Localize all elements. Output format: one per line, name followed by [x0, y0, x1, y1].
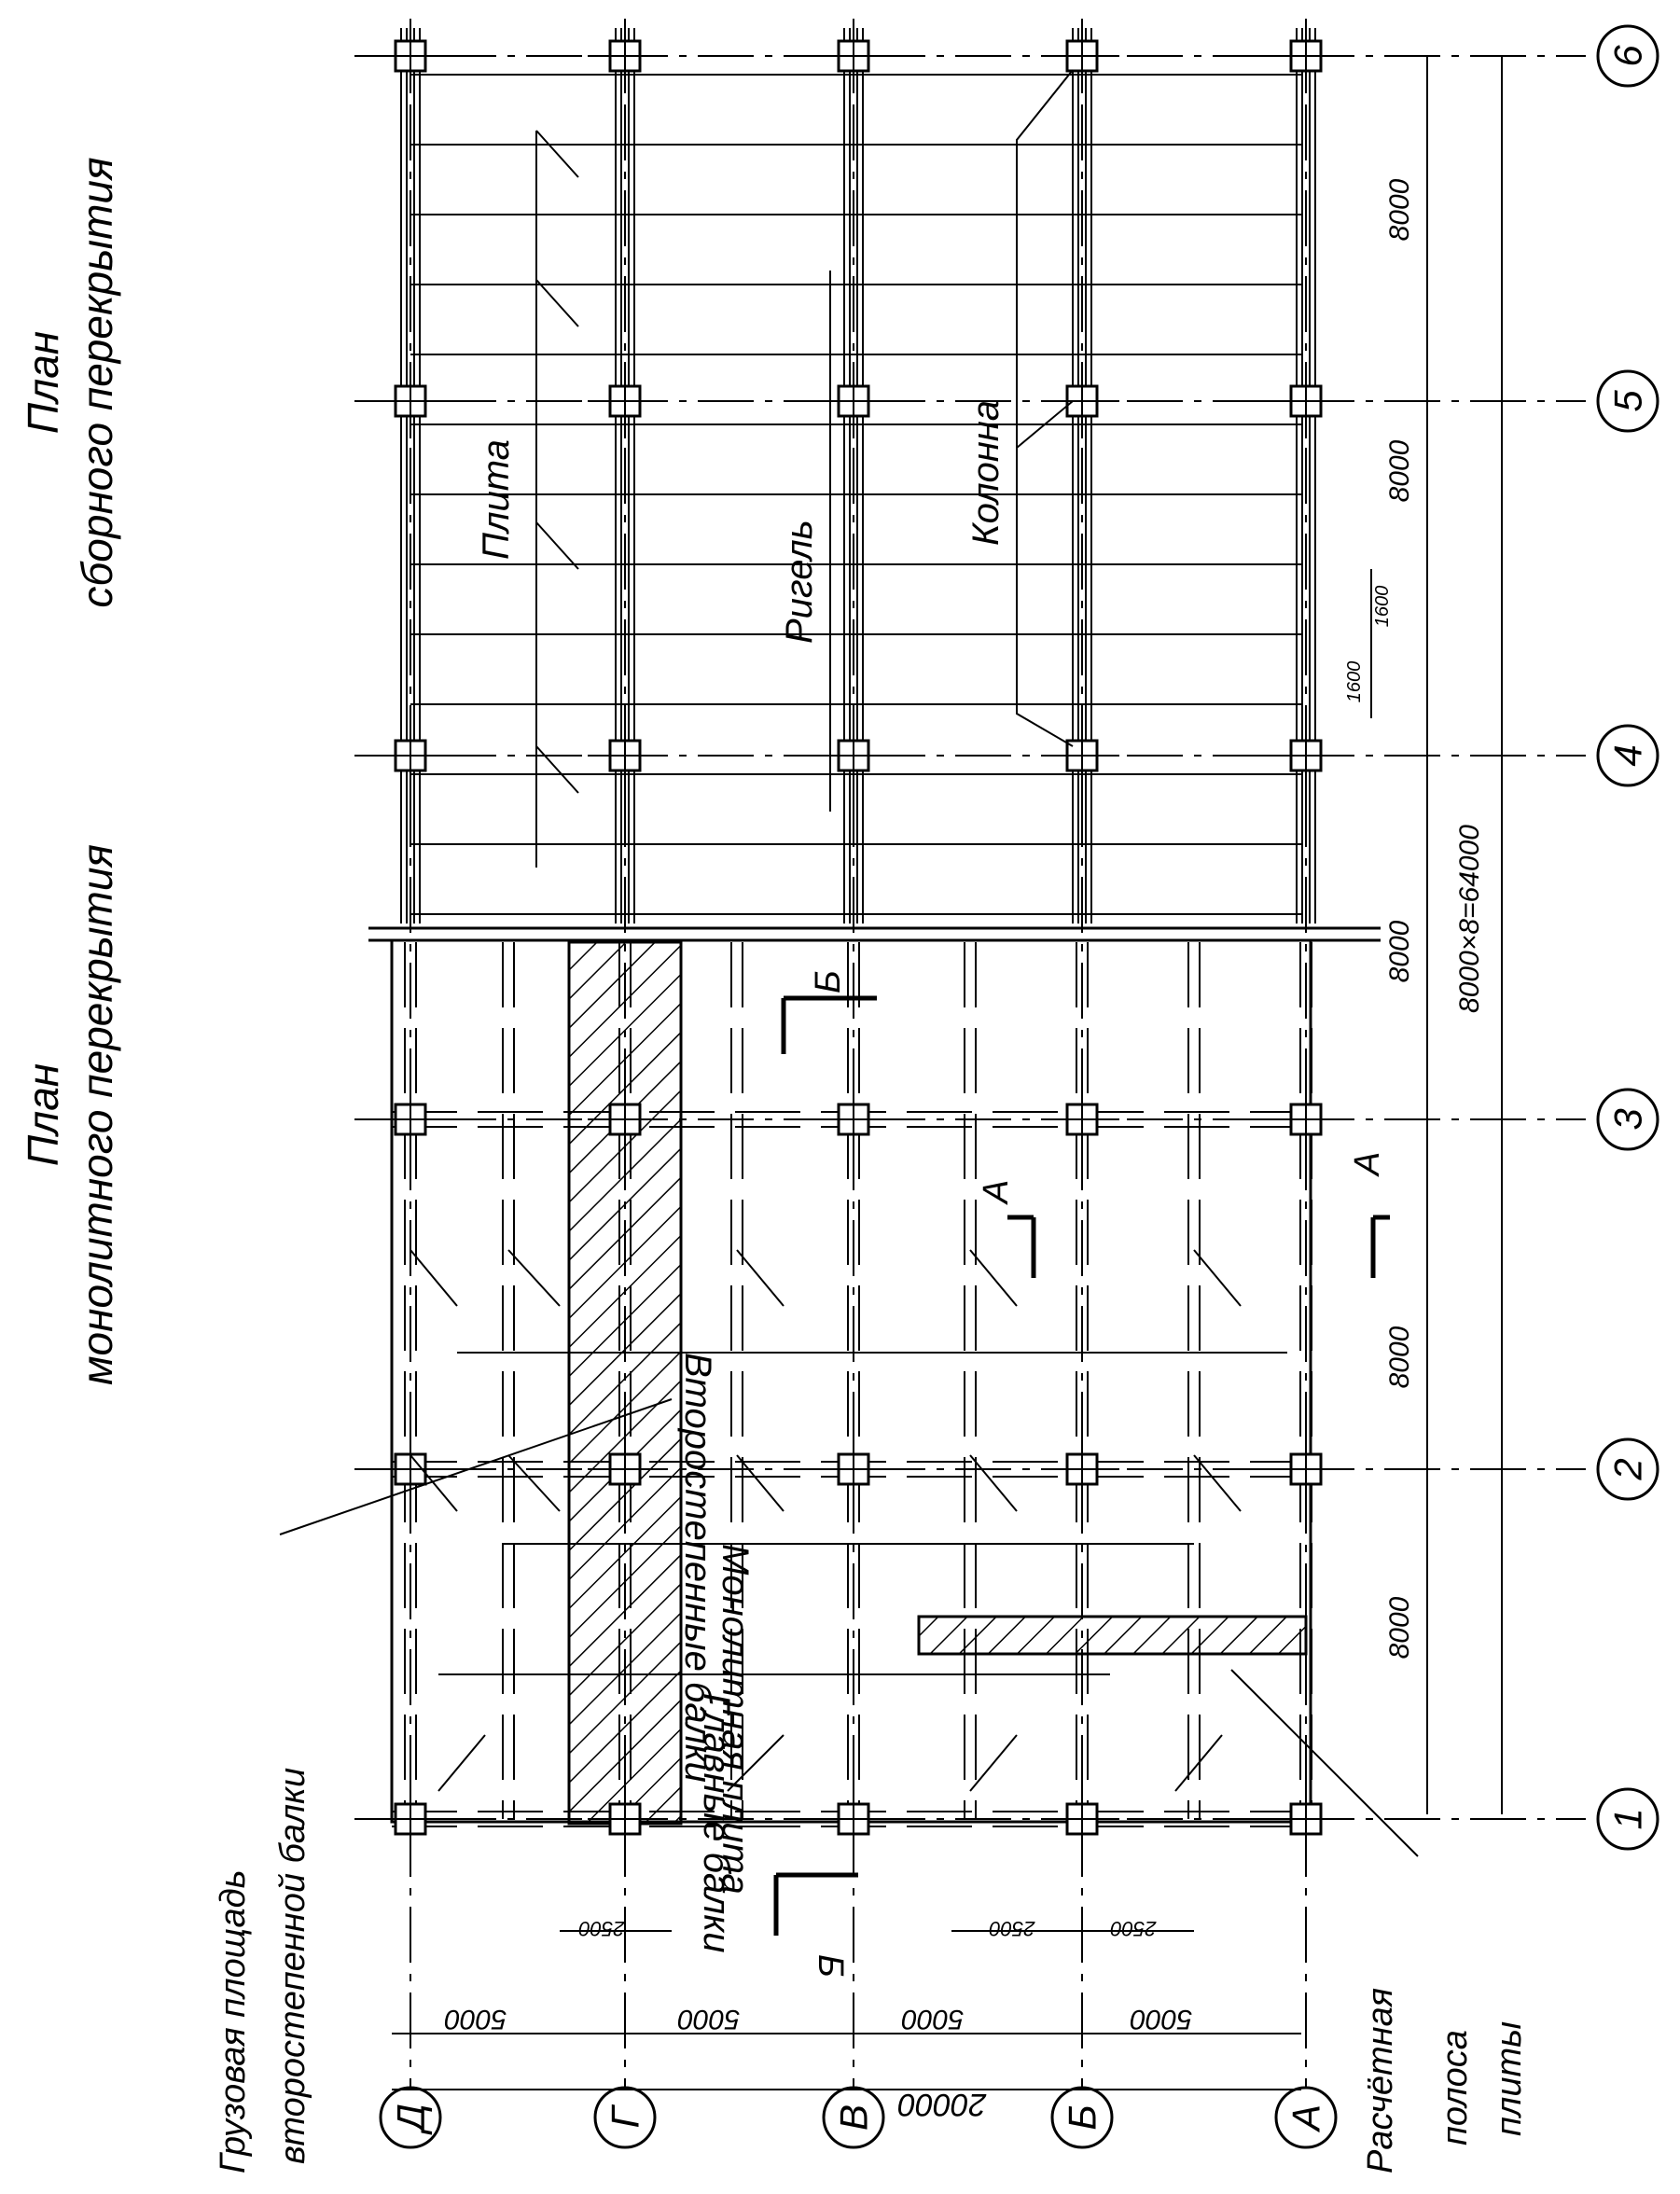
girder-label: Ригель: [779, 520, 820, 644]
axis-bubble-4: 4: [1596, 724, 1659, 787]
axis-circle: [1596, 1088, 1659, 1151]
leader-tick: [1193, 1249, 1242, 1307]
axis-number-label: 1: [1606, 1808, 1650, 1829]
axis-number-label: 2: [1606, 1458, 1650, 1480]
axis-bubble-Б: Б: [1050, 2086, 1114, 2149]
axis-circle: [1596, 369, 1659, 433]
leader-tick: [535, 745, 579, 794]
leader-tick: [535, 521, 579, 570]
column-label: Колонна: [965, 400, 1007, 546]
main-beams-label: Главные балки: [696, 1693, 737, 1952]
design-strip-label-line1: Расчётная: [1361, 1988, 1400, 2173]
axis-number-label: 5: [1606, 390, 1650, 412]
axis-letter-label: Г: [604, 2104, 647, 2128]
design-strip-label-line3: плиты: [1490, 2021, 1529, 2136]
axis-bubble-2: 2: [1596, 1437, 1659, 1501]
section-b-label-2: Б: [811, 1954, 850, 1978]
leader-tick: [410, 1454, 458, 1512]
axis-letter-label: Д: [389, 2104, 433, 2135]
leader-tick: [969, 1734, 1018, 1792]
dim-bay-3-4: 8000: [1384, 920, 1415, 982]
leader-tick: [1174, 1734, 1223, 1792]
axis-bubble-1: 1: [1596, 1787, 1659, 1851]
design-strip-label-line2: полоса: [1436, 2030, 1475, 2145]
axis-letter-label: Б: [1061, 2104, 1104, 2130]
dim-span-ab: 5000: [1130, 2004, 1192, 2034]
axis-circle: [1050, 2086, 1114, 2149]
dimension-lines: [392, 56, 1503, 2090]
leader-line: [1016, 69, 1074, 747]
leader-line: [1016, 400, 1074, 449]
leader-tick: [507, 1454, 561, 1512]
dim-beam-spacing-1: 2500: [1110, 1917, 1158, 1940]
dim-span-gd: 5000: [444, 2004, 507, 2034]
dim-beam-spacing-2: 2500: [989, 1917, 1036, 1940]
slab-label: Плита: [476, 439, 517, 560]
dim-total-length: 8000×8=64000: [1454, 825, 1485, 1013]
leader-tick: [535, 130, 579, 178]
axis-circle: [1596, 1437, 1659, 1501]
dim-total-width: 20000: [898, 2087, 988, 2122]
monolithic-outline: [390, 938, 1312, 1824]
axis-circle: [379, 2086, 442, 2149]
leader-line: [1230, 1669, 1419, 1857]
leader-tick: [727, 1734, 784, 1792]
section-a-label-2: А: [1348, 1152, 1387, 1177]
leader-tick: [410, 1249, 458, 1307]
dim-bay-2-3: 8000: [1384, 1326, 1415, 1388]
leader-tick: [507, 1249, 561, 1307]
leader-tick: [437, 1734, 486, 1792]
axis-circle: [1274, 2086, 1338, 2149]
dim-span-vg: 5000: [677, 2004, 740, 2034]
leader-line: [279, 1398, 673, 1535]
monolithic-slab-label: Монолитная плита: [715, 1544, 756, 1895]
axis-bubble-3: 3: [1596, 1088, 1659, 1151]
design-strip: [917, 1615, 1308, 1656]
load-area-label-line2: второстепенной балки: [273, 1768, 312, 2164]
page-layer: [279, 19, 1586, 2145]
axis-bubble-Д: Д: [379, 2086, 442, 2149]
axis-number-label: 3: [1606, 1108, 1650, 1130]
dim-beam-spacing-3: 2500: [578, 1917, 626, 1940]
axis-circle: [822, 2086, 885, 2149]
axis-number-label: 6: [1606, 45, 1650, 67]
axis-letter-label: В: [832, 2104, 876, 2131]
axis-bubble-Г: Г: [593, 2086, 657, 2149]
leader-tick: [969, 1249, 1018, 1307]
axis-circle: [1596, 724, 1659, 787]
axis-letter-label: А: [1284, 2104, 1328, 2133]
axis-bubble-6: 6: [1596, 24, 1659, 88]
axis-bubble-5: 5: [1596, 369, 1659, 433]
dim-bay-1-2: 8000: [1384, 1596, 1415, 1659]
precast-title-line2: сборного перекрытия: [73, 157, 121, 607]
secondary-beams-label: Второстепенные балки: [677, 1353, 718, 1783]
axis-circle: [1596, 24, 1659, 88]
axis-circle: [593, 2086, 657, 2149]
section-mark-b: [773, 995, 877, 1936]
axis-number-label: 4: [1606, 744, 1650, 766]
precast-title-line1: План: [19, 331, 67, 434]
dim-span-bv: 5000: [901, 2004, 964, 2034]
axis-circle: [1596, 1787, 1659, 1851]
leader-tick: [1193, 1454, 1242, 1512]
section-mark-a: [1007, 1215, 1390, 1278]
dim-slab-width-1: 1600: [1344, 661, 1365, 703]
dim-bay-5-6: 8000: [1384, 178, 1415, 241]
leader-tick: [535, 279, 579, 327]
dim-bay-4-5: 8000: [1384, 439, 1415, 502]
section-a-label-1: А: [977, 1180, 1016, 1205]
load-area-label-line1: Грузовая площадь: [214, 1869, 253, 2173]
dim-slab-width-2: 1600: [1372, 586, 1393, 628]
leader-tick: [736, 1454, 784, 1512]
leader-tick: [736, 1249, 784, 1307]
axis-bubble-В: В: [822, 2086, 885, 2149]
section-b-label-1: Б: [809, 970, 848, 993]
monolithic-title-line2: монолитного перекрытия: [73, 844, 121, 1385]
axis-bubble-А: А: [1274, 2086, 1338, 2149]
monolithic-title-line1: План: [19, 1063, 67, 1166]
leader-tick: [969, 1454, 1018, 1512]
